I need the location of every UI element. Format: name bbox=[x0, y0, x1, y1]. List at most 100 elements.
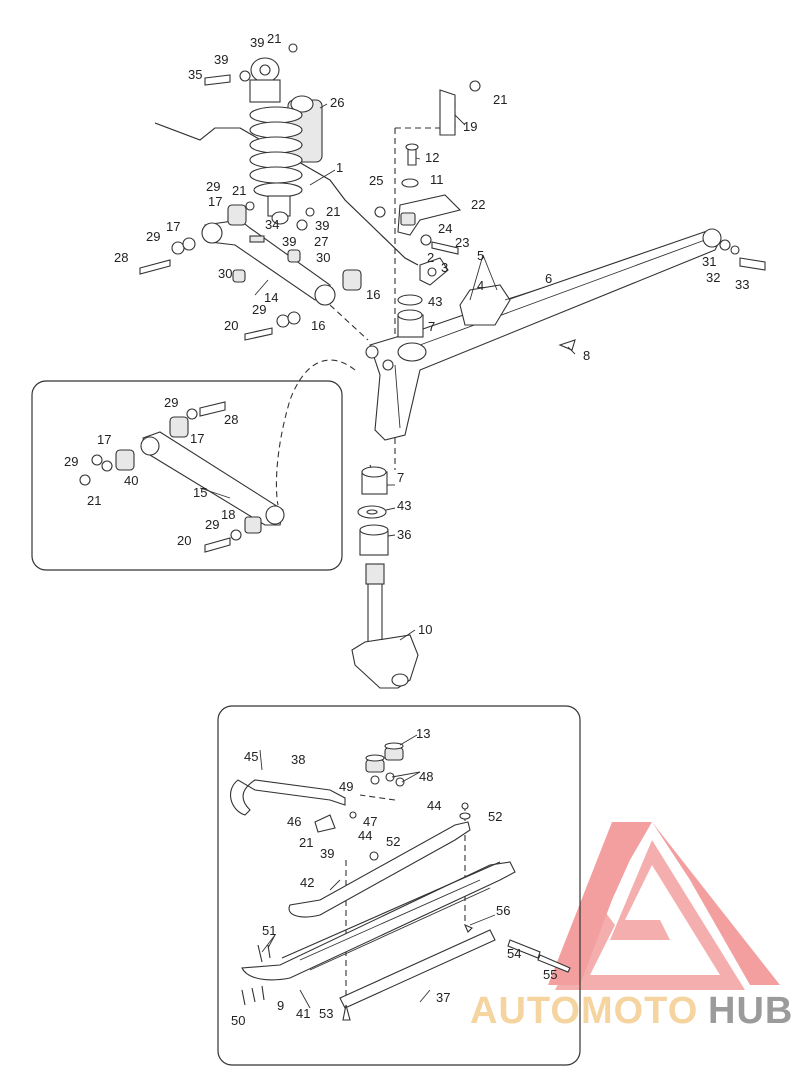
callout-40: 40 bbox=[124, 473, 138, 488]
spindle-assembly bbox=[351, 466, 419, 689]
callout-4: 4 bbox=[477, 278, 484, 293]
callout-39: 39 bbox=[320, 846, 334, 861]
callout-19: 19 bbox=[463, 119, 477, 134]
callout-20: 20 bbox=[224, 318, 238, 333]
callout-14: 14 bbox=[264, 290, 278, 305]
callout-1: 1 bbox=[336, 160, 343, 175]
callout-16: 16 bbox=[311, 318, 325, 333]
callout-52: 52 bbox=[488, 809, 502, 824]
callout-48: 48 bbox=[419, 769, 433, 784]
callout-39: 39 bbox=[250, 35, 264, 50]
callout-35: 35 bbox=[188, 67, 202, 82]
callout-26: 26 bbox=[330, 95, 344, 110]
callout-33: 33 bbox=[735, 277, 749, 292]
callout-45: 45 bbox=[244, 749, 258, 764]
callout-10: 10 bbox=[418, 622, 432, 637]
callout-31: 31 bbox=[702, 254, 716, 269]
callout-11: 11 bbox=[430, 172, 444, 187]
callout-29: 29 bbox=[146, 229, 160, 244]
callout-21: 21 bbox=[87, 493, 101, 508]
callout-42: 42 bbox=[300, 875, 314, 890]
callout-44: 44 bbox=[358, 828, 372, 843]
alt-upper-arm bbox=[79, 401, 285, 553]
upper-arm bbox=[201, 204, 362, 306]
callout-21: 21 bbox=[232, 183, 246, 198]
callout-8: 8 bbox=[583, 348, 590, 363]
callout-46: 46 bbox=[287, 814, 301, 829]
callout-21: 21 bbox=[326, 204, 340, 219]
callout-3: 3 bbox=[441, 260, 448, 275]
callout-7: 7 bbox=[397, 470, 404, 485]
callout-54: 54 bbox=[507, 946, 521, 961]
callout-2: 2 bbox=[427, 250, 434, 265]
callout-39: 39 bbox=[282, 234, 296, 249]
callout-21: 21 bbox=[493, 92, 507, 107]
callout-56: 56 bbox=[496, 903, 510, 918]
callout-27: 27 bbox=[314, 234, 328, 249]
callout-30: 30 bbox=[218, 266, 232, 281]
callout-25: 25 bbox=[369, 173, 383, 188]
callout-24: 24 bbox=[438, 221, 452, 236]
callout-15: 15 bbox=[193, 485, 207, 500]
callout-30: 30 bbox=[316, 250, 330, 265]
upper-bushings bbox=[397, 294, 424, 338]
callout-55: 55 bbox=[543, 967, 557, 982]
watermark: AUTOMOTO HUB bbox=[470, 822, 793, 1032]
callout-44: 44 bbox=[427, 798, 441, 813]
callout-51: 51 bbox=[262, 923, 276, 938]
callout-12: 12 bbox=[425, 150, 439, 165]
ski-assembly bbox=[229, 742, 571, 1021]
steering-brackets bbox=[397, 89, 511, 326]
callout-38: 38 bbox=[291, 752, 305, 767]
callout-29: 29 bbox=[206, 179, 220, 194]
watermark-brand-left: AUTOMOTO bbox=[470, 990, 698, 1032]
callout-32: 32 bbox=[706, 270, 720, 285]
watermark-triangle-logo bbox=[548, 822, 780, 985]
shock-absorber bbox=[249, 57, 323, 225]
callout-49: 49 bbox=[339, 779, 353, 794]
callout-39: 39 bbox=[315, 218, 329, 233]
callout-53: 53 bbox=[319, 1006, 333, 1021]
callout-21: 21 bbox=[267, 31, 281, 46]
callout-50: 50 bbox=[231, 1013, 245, 1028]
callout-17: 17 bbox=[208, 194, 222, 209]
callout-39: 39 bbox=[214, 52, 228, 67]
callout-52: 52 bbox=[386, 834, 400, 849]
callout-16: 16 bbox=[366, 287, 380, 302]
callout-41: 41 bbox=[296, 1006, 310, 1021]
callout-6: 6 bbox=[545, 271, 552, 286]
callout-9: 9 bbox=[277, 998, 284, 1013]
callout-28: 28 bbox=[224, 412, 238, 427]
callout-20: 20 bbox=[177, 533, 191, 548]
callout-22: 22 bbox=[471, 197, 485, 212]
watermark-brand-right: HUB bbox=[708, 990, 793, 1032]
callout-29: 29 bbox=[164, 395, 178, 410]
callout-18: 18 bbox=[221, 507, 235, 522]
callout-37: 37 bbox=[436, 990, 450, 1005]
hardware-upper bbox=[139, 43, 766, 351]
callout-7: 7 bbox=[428, 319, 435, 334]
callout-5: 5 bbox=[477, 248, 484, 263]
callout-36: 36 bbox=[397, 527, 411, 542]
callout-43: 43 bbox=[397, 498, 411, 513]
callout-29: 29 bbox=[64, 454, 78, 469]
watermark-triangle-inner bbox=[555, 840, 745, 990]
leader-lines bbox=[199, 103, 576, 1009]
callout-13: 13 bbox=[416, 726, 430, 741]
callout-labels: 39 21 39 35 26 1 29 21 17 21 29 17 34 39… bbox=[64, 31, 749, 1028]
callout-21: 21 bbox=[299, 835, 313, 850]
callout-17: 17 bbox=[166, 219, 180, 234]
callout-29: 29 bbox=[205, 517, 219, 532]
inset-box-ski bbox=[217, 705, 581, 1066]
callout-34: 34 bbox=[265, 217, 279, 232]
callout-43: 43 bbox=[428, 294, 442, 309]
callout-28: 28 bbox=[114, 250, 128, 265]
inset-box-alt-arm bbox=[31, 380, 343, 571]
callout-17: 17 bbox=[190, 431, 204, 446]
trailing-arm-frame bbox=[365, 228, 722, 441]
callout-23: 23 bbox=[455, 235, 469, 250]
callout-47: 47 bbox=[363, 814, 377, 829]
callout-29: 29 bbox=[252, 302, 266, 317]
callout-17: 17 bbox=[97, 432, 111, 447]
